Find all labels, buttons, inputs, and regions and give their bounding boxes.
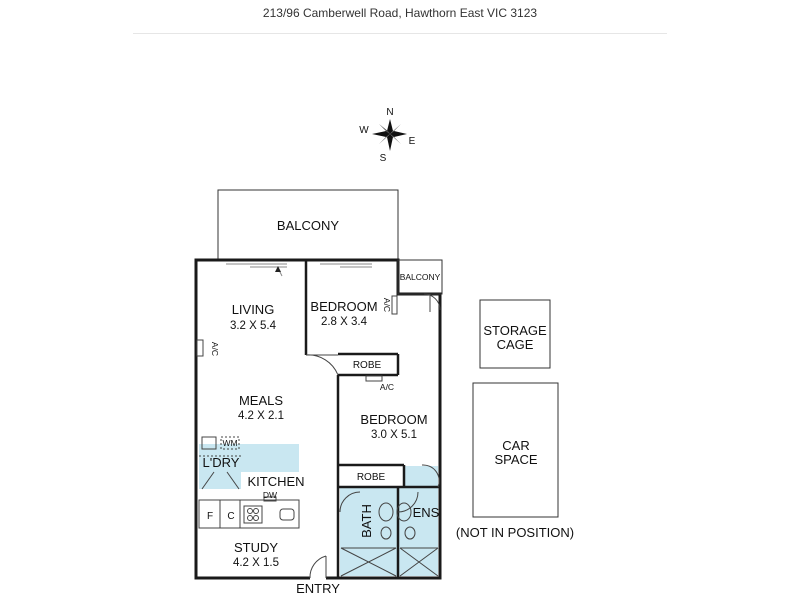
not-in-position-note: (NOT IN POSITION) xyxy=(456,525,574,540)
meals-label: MEALS xyxy=(239,393,283,408)
ac-units xyxy=(196,295,398,382)
balcony-small-label: BALCONY xyxy=(400,272,441,282)
washing-machine-label: WM xyxy=(222,438,237,448)
study-label: STUDY xyxy=(234,540,278,555)
compass-rose-icon: N S E W xyxy=(359,107,415,164)
compass-w: W xyxy=(359,125,369,136)
kitchen-label: KITCHEN xyxy=(247,474,304,489)
ac-label-living: A/C xyxy=(210,342,220,356)
ensuite-label: ENS xyxy=(413,505,440,520)
robe1-label: ROBE xyxy=(353,360,382,371)
car-space-outline xyxy=(472,382,559,518)
wet-areas xyxy=(199,444,438,576)
ac-label-bedroom1: A/C xyxy=(382,298,392,312)
kitchen-benches xyxy=(198,496,300,529)
compass-s: S xyxy=(380,153,387,164)
header-divider xyxy=(133,33,667,34)
page-header: 213/96 Camberwell Road, Hawthorn East VI… xyxy=(0,0,800,36)
bath-label: BATH xyxy=(359,504,374,538)
bedroom1-label: BEDROOM xyxy=(310,299,377,314)
property-address: 213/96 Camberwell Road, Hawthorn East VI… xyxy=(262,6,538,20)
laundry-fixtures xyxy=(199,436,241,490)
living-dims: 3.2 X 5.4 xyxy=(230,320,277,332)
interior-walls xyxy=(304,260,440,578)
laundry-label: L'DRY xyxy=(203,455,240,470)
balcony-small-outline xyxy=(397,259,443,295)
compass-e: E xyxy=(409,136,416,147)
robe2-label: ROBE xyxy=(357,472,386,483)
bedroom2-label: BEDROOM xyxy=(360,412,427,427)
storage-label-line2: CAGE xyxy=(497,337,534,352)
fridge-label: F xyxy=(207,511,213,522)
bedroom2-dims: 3.0 X 5.1 xyxy=(371,429,417,441)
door-arrow-icon xyxy=(275,266,281,272)
sliding-doors xyxy=(226,263,372,277)
cupboard-label: C xyxy=(227,511,234,522)
bedroom1-dims: 2.8 X 3.4 xyxy=(321,316,368,328)
balcony-main-label: BALCONY xyxy=(277,218,339,233)
car-label-line2: SPACE xyxy=(494,452,537,467)
entry-label: ENTRY xyxy=(296,581,340,596)
door-swings xyxy=(305,293,441,579)
living-label: LIVING xyxy=(232,302,275,317)
ac-label-bedroom2: A/C xyxy=(380,382,394,392)
meals-dims: 4.2 X 2.1 xyxy=(238,410,284,422)
study-dims: 4.2 X 1.5 xyxy=(233,557,279,569)
car-label-line1: CAR xyxy=(502,438,529,453)
storage-cage-outline xyxy=(479,299,551,369)
dishwasher-label: DW xyxy=(263,490,277,500)
storage-label-line1: STORAGE xyxy=(483,323,547,338)
bathroom-fixtures xyxy=(340,502,439,577)
compass-n: N xyxy=(386,107,393,118)
